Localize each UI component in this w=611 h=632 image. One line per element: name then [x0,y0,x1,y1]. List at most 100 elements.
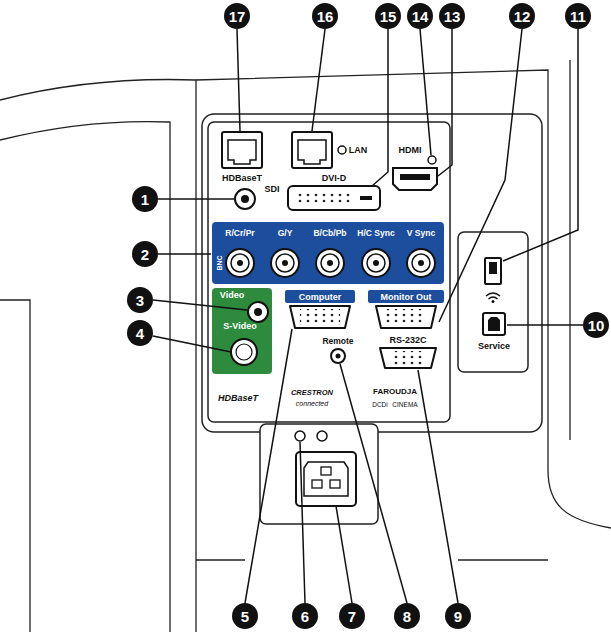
usb-a-port [485,258,501,284]
leader-lines [153,29,583,603]
callout-text: 12 [514,9,531,24]
port-label: connected [296,400,328,407]
inlet-socket [304,462,348,496]
callout-number: 14 [407,3,433,29]
port-label: Monitor Out [381,292,432,301]
dvi-blade [360,196,372,200]
svideo-ring [236,344,252,360]
callout-text: 8 [403,609,411,624]
callout-text: 13 [444,9,461,24]
port-label: Computer [299,292,342,301]
rca-pin [254,308,262,316]
service-panel [458,232,528,372]
port-label: Remote [322,337,353,346]
body-outline [0,300,30,632]
bnc-band [212,222,444,284]
port-label: R/Cr/Pr [225,229,254,238]
remote-pin [336,354,341,359]
callout-number: 12 [509,3,535,29]
sdi-pin [241,195,249,203]
bnc-connectors [226,249,435,277]
remote-jack [331,349,345,363]
callout-number: 17 [224,3,250,29]
usb-tongue [489,262,497,274]
port-label: HDBaseT [222,174,262,183]
port-label: LAN [349,146,368,155]
inlet-pin [330,480,340,488]
main-panel [208,122,450,422]
rj45-port [292,132,332,168]
vga-pins [386,309,426,325]
callout-number: 16 [312,3,338,29]
port-label: DCDi [372,402,388,409]
body-outline [0,122,170,632]
hdmi-led [428,156,436,164]
callout-number: 7 [339,603,365,629]
hdmi-contacts [400,174,430,180]
callout-text: 11 [570,9,586,24]
callout-text: 2 [141,247,149,262]
callout-number: 15 [375,3,401,29]
db9-port [380,348,436,368]
port-label: B/Cb/Pb [313,229,346,238]
indicator-hole [295,431,305,441]
callout-number: 3 [127,287,153,313]
usb-b-socket [488,317,500,331]
port-label: S-Video [223,322,256,331]
vga-pins [300,309,340,325]
inlet-pin [321,467,331,475]
callout-number: 10 [583,312,609,338]
rj45-socket [298,140,326,164]
wifi-dot [492,300,495,303]
inlet-pin [312,480,322,488]
body-outline [0,80,196,632]
label-plate [285,290,355,303]
callout-number: 13 [439,3,465,29]
port-label: SDI [264,185,279,194]
port-label: FAROUDJA [373,388,417,396]
port-label: HDMI [399,146,422,155]
port-label: RS-232C [389,336,426,345]
svideo-port [231,339,257,365]
callout-text: 7 [348,609,356,624]
callout-text: 1 [141,192,149,207]
callout-text: 16 [317,9,334,24]
usb-b-port [483,313,505,335]
body-outline [196,559,548,560]
callout-text: 17 [229,9,246,24]
port-label: V Sync [407,229,435,238]
callout-text: 5 [241,609,249,624]
hdmi-port [393,168,437,190]
port-label: HDBaseT [218,394,258,403]
db9-pins [390,351,426,365]
label-plate [368,290,444,303]
callout-text: 15 [380,9,397,24]
port-label: CRESTRON [291,389,333,397]
callout-text: 14 [412,9,429,24]
body-outline [569,60,570,440]
power-inlet [296,452,356,506]
callout-number: 2 [132,241,158,267]
panel-recess [202,114,542,432]
port-label: H/C Sync [357,229,394,238]
indicator-hole [317,431,327,441]
body-outline [196,70,611,528]
callout-number: 8 [394,603,420,629]
port-label: Service [478,342,510,351]
callout-text: 9 [454,609,462,624]
port-label: CINEMA [392,402,417,409]
callout-number: 6 [292,603,318,629]
rj45-socket [228,140,256,164]
port-label: DVI-D [322,174,347,183]
callout-number: 1 [132,186,158,212]
port-label: G/Y [278,229,293,238]
wifi-symbol [486,293,500,299]
dvi-pins [298,191,354,205]
video-panel [212,288,272,374]
vga-port [376,306,436,328]
vga-port [290,306,350,328]
callout-text: 6 [301,609,309,624]
port-label: BNC [216,255,223,270]
rj45-port [222,132,262,168]
